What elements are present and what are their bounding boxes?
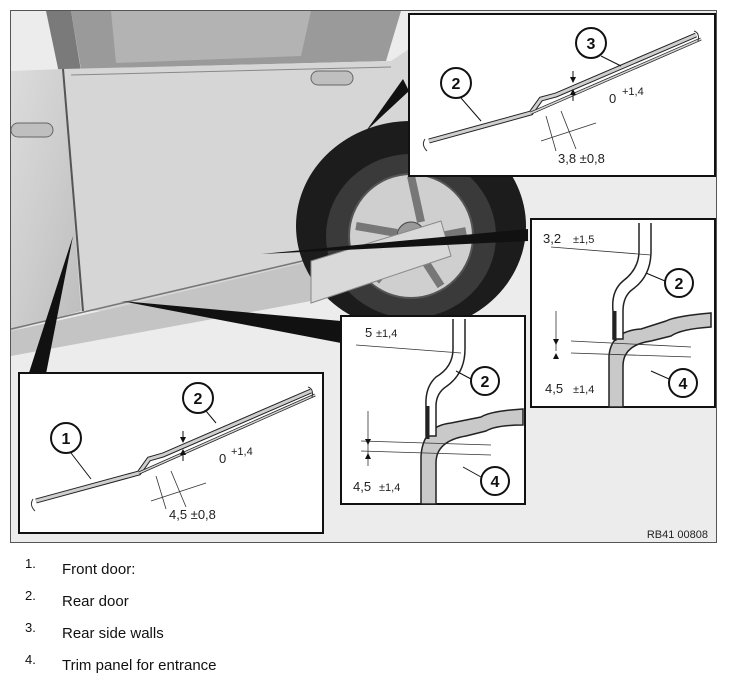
dim-mid-left-top-value: 5	[365, 325, 372, 340]
dim-mid-right-bottom-tol: ±1,4	[573, 384, 594, 396]
dim-top-overlap: 3,8 ±0,8	[558, 151, 605, 166]
callout-rear-door-middle: 2	[481, 374, 490, 391]
legend-label: Front door:	[62, 561, 136, 578]
callout-trim-panel-right: 4	[679, 376, 688, 393]
dim-top-gap-tol: +1,4	[622, 86, 644, 98]
dim-bottom-gap-value: 0	[219, 451, 226, 466]
diagram-canvas: 2 3 0 +1,4 3,8 ±0,8 2	[11, 11, 716, 542]
dim-top-gap-value: 0	[609, 91, 616, 106]
legend-item-rear-door: 2. Rear door	[0, 588, 400, 618]
detail-box-right: 2 4 3,2 ±1,5 4,5 ±1,4	[530, 218, 716, 408]
detail-box-middle: 2 4 5 ±1,4 4,5 ±1,4	[340, 315, 526, 505]
figure-code: RB41 00808	[647, 529, 708, 541]
legend-label: Trim panel for entrance	[62, 657, 217, 674]
dim-bottom-gap-tol: +1,4	[231, 446, 253, 458]
legend-number: 4.	[25, 652, 36, 667]
callout-rear-side-wall: 3	[587, 36, 596, 53]
legend-item-trim-panel: 4. Trim panel for entrance	[0, 652, 400, 682]
legend-label: Rear side walls	[62, 625, 164, 642]
leader-lines	[27, 79, 528, 379]
callout-rear-door-top: 2	[452, 76, 461, 93]
legend-item-rear-side-walls: 3. Rear side walls	[0, 620, 400, 650]
legend-number: 1.	[25, 556, 36, 571]
callout-rear-door-bottom: 2	[194, 391, 203, 408]
dim-mid-left-top-tol: ±1,4	[376, 328, 397, 340]
legend-label: Rear door	[62, 593, 129, 610]
dim-mid-left-bottom-tol: ±1,4	[379, 482, 400, 494]
callout-front-door: 1	[62, 431, 71, 448]
detail-box-bottom: 1 2 0 +1,4 4,5 ±0,8	[18, 372, 324, 534]
dim-mid-left-bottom-value: 4,5	[353, 479, 371, 494]
legend-number: 2.	[25, 588, 36, 603]
callout-trim-panel-middle: 4	[491, 474, 500, 491]
callout-rear-door-right: 2	[675, 276, 684, 293]
dim-mid-right-bottom-value: 4,5	[545, 381, 563, 396]
detail-box-top: 2 3 0 +1,4 3,8 ±0,8	[408, 13, 716, 177]
dim-mid-right-top-value: 3,2	[543, 231, 561, 246]
dim-mid-right-top-tol: ±1,5	[573, 234, 594, 246]
dim-bottom-overlap: 4,5 ±0,8	[169, 507, 216, 522]
legend-item-front-door: 1. Front door:	[0, 556, 400, 586]
diagram-figure: 2 3 0 +1,4 3,8 ±0,8 2	[10, 10, 717, 543]
legend-number: 3.	[25, 620, 36, 635]
